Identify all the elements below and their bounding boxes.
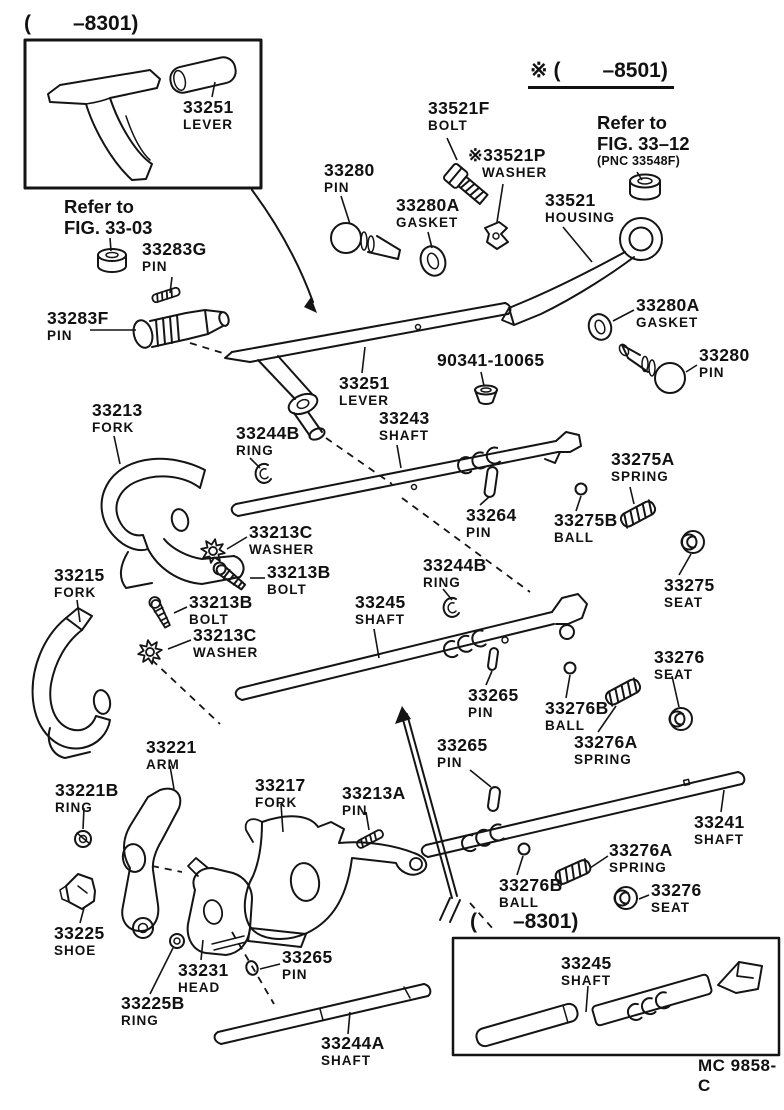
variant-title-bottom: (–8301) (470, 910, 579, 933)
variant-title-early: (–8301) (24, 12, 139, 35)
variant-title-late: ※ (–8501) (528, 58, 674, 89)
ref-note-fig-33-03: Refer to FIG. 33-03 (64, 196, 153, 239)
ref-note-fig-33-12: Refer to FIG. 33–12 (PNC 33548F) (597, 112, 690, 168)
reference-mark: ※ (530, 59, 548, 82)
drawing-code: MC 9858-C (698, 1056, 777, 1095)
label-90341-10065: 90341-10065 (437, 350, 545, 370)
